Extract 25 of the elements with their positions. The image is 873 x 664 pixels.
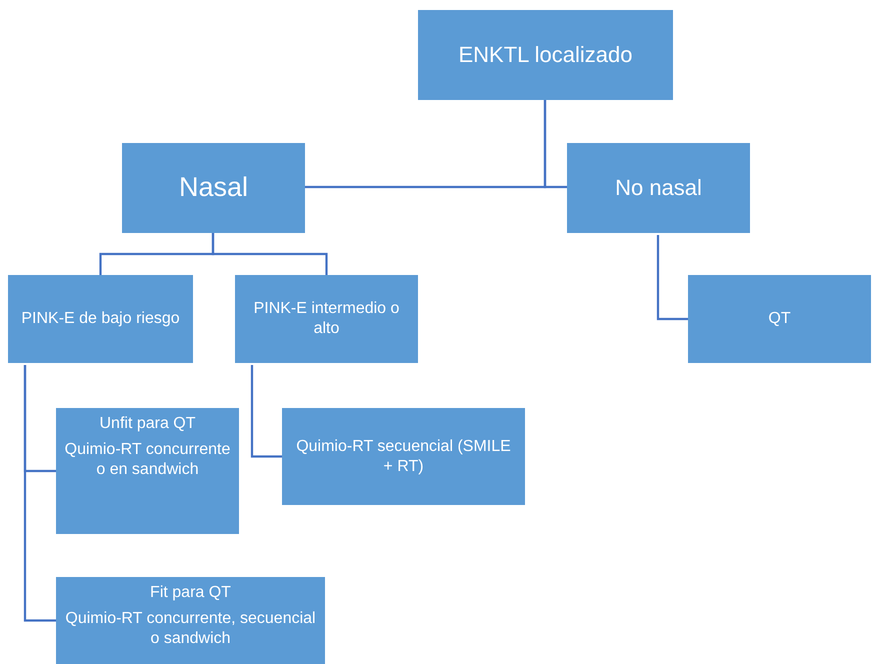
box-text: PINK-E de bajo riesgo: [21, 309, 180, 329]
process-box: [122, 143, 305, 233]
box-text: ENKTL localizado: [458, 41, 633, 69]
process-box: [56, 577, 325, 664]
box-text: PINK-E intermedio o alto: [252, 299, 400, 339]
process-box: [418, 10, 673, 100]
process-box: [688, 275, 871, 363]
connector-line: [250, 365, 282, 458]
connector-line: [544, 100, 567, 188]
connector-line: [656, 235, 688, 320]
box-text: Quimio-RT concurrente o en sandwich: [64, 440, 231, 480]
box-text: Nasal: [178, 171, 248, 204]
connector-line: [24, 365, 56, 622]
box-text: Unfit para QT: [99, 414, 196, 434]
process-box: [8, 275, 193, 363]
box-text: Quimio-RT secuencial (SMILE + RT): [295, 436, 512, 476]
process-box: [282, 408, 525, 505]
box-text: Quimio-RT concurrente, secuencial o sandwich: [64, 609, 317, 649]
connector-line: [212, 233, 328, 275]
box-text: No nasal: [615, 174, 702, 202]
process-box: [235, 275, 418, 363]
process-box: [56, 408, 239, 534]
box-text: QT: [768, 309, 791, 329]
box-text: Fit para QT: [150, 583, 231, 603]
process-box: [567, 143, 750, 233]
